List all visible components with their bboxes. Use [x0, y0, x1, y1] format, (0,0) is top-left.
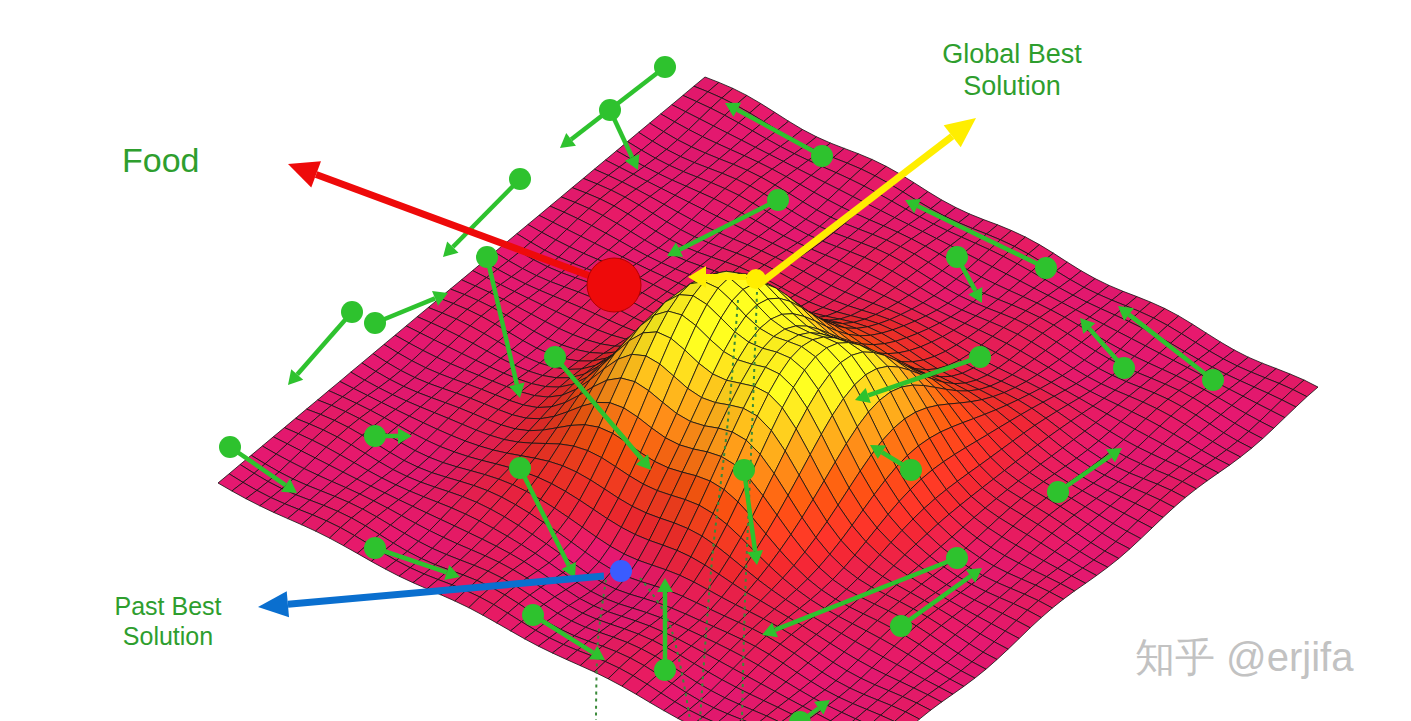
velocity-arrow-head	[814, 700, 830, 715]
velocity-arrow-shaft	[1129, 315, 1213, 380]
global-best-pointer-head	[944, 118, 976, 147]
velocity-arrow-head	[560, 133, 576, 148]
velocity-arrow-shaft	[663, 592, 668, 670]
velocity-arrow-shaft	[775, 558, 957, 630]
particle	[364, 425, 386, 447]
velocity-arrow-head	[625, 154, 639, 170]
particle	[969, 346, 991, 368]
global-best-arrow-shaft	[706, 274, 746, 280]
velocity-arrow-shaft	[487, 257, 517, 384]
velocity-arrow-shaft	[901, 576, 971, 626]
velocity-arrow-head	[1080, 318, 1095, 334]
velocity-arrow-head	[747, 550, 763, 565]
mesh-cell	[756, 716, 781, 721]
past-best-pointer-head	[258, 591, 289, 617]
particle	[1113, 357, 1135, 379]
mesh-cell	[845, 719, 870, 721]
velocity-arrow-shaft	[679, 200, 778, 250]
velocity-arrow-shaft	[868, 357, 980, 395]
velocity-arrow-head	[667, 243, 683, 257]
particle	[946, 246, 968, 268]
particle	[509, 168, 531, 190]
velocity-arrow-head	[589, 646, 605, 660]
particle	[733, 459, 755, 481]
mesh-cell	[731, 720, 756, 721]
velocity-arrow-head	[432, 291, 448, 306]
particle	[654, 56, 676, 78]
particle	[341, 301, 363, 323]
particle	[219, 436, 241, 458]
velocity-arrow-head	[1106, 448, 1122, 463]
global-best-pointer-shaft	[762, 136, 952, 282]
particle	[522, 604, 544, 626]
velocity-arrow-head	[509, 383, 525, 398]
velocity-arrow-head	[398, 428, 412, 444]
particle	[890, 615, 912, 637]
velocity-arrow-head	[855, 388, 871, 403]
food-arrow-shaft	[316, 174, 590, 276]
velocity-arrow-shaft	[918, 206, 1046, 268]
surface-mesh	[218, 77, 1318, 721]
velocity-arrow-shaft	[744, 470, 755, 551]
velocity-arrow-head	[968, 287, 982, 303]
particle	[1035, 257, 1057, 279]
particle	[509, 457, 531, 479]
velocity-arrow-head	[288, 369, 303, 385]
global-best-dot	[746, 269, 766, 289]
particle	[900, 459, 922, 481]
velocity-arrow-head	[966, 568, 982, 583]
special-points	[258, 118, 976, 617]
velocity-arrow-head	[762, 622, 778, 637]
velocity-arrow-head	[725, 103, 741, 117]
particle	[364, 537, 386, 559]
velocity-arrow-head	[443, 241, 459, 257]
particles	[219, 56, 1224, 721]
mesh-cell	[870, 715, 895, 721]
particle	[946, 547, 968, 569]
particle	[364, 312, 386, 334]
particle	[1202, 369, 1224, 391]
velocity-arrow-shaft	[520, 468, 569, 565]
particle	[1047, 481, 1069, 503]
particle	[544, 346, 566, 368]
particle	[767, 189, 789, 211]
velocity-arrow-shaft	[555, 357, 642, 459]
mesh-cell	[831, 712, 856, 721]
mesh-cell	[692, 717, 717, 721]
velocity-arrow-shaft	[737, 110, 822, 156]
velocity-arrow-head	[1118, 306, 1134, 321]
dotted-trail	[700, 300, 738, 720]
velocity-arrow-shaft	[375, 548, 447, 572]
velocity-arrow-head	[905, 199, 921, 213]
particle	[476, 246, 498, 268]
mesh-cell	[895, 712, 920, 721]
velocity-arrow-head	[636, 454, 651, 470]
food-dot	[587, 258, 641, 312]
food-arrow-head	[288, 161, 321, 187]
particle	[654, 659, 676, 681]
velocity-arrow-shaft	[297, 312, 352, 374]
particle	[599, 99, 621, 121]
global-best-arrow-head	[688, 266, 706, 288]
velocity-arrow-head	[444, 565, 460, 580]
dotted-trail	[742, 292, 757, 720]
dotted-trail	[640, 578, 690, 720]
particle	[811, 145, 833, 167]
particle	[789, 711, 811, 721]
velocity-arrow-head	[657, 578, 673, 592]
velocity-arrow-head	[870, 445, 886, 459]
mesh-cell	[717, 714, 742, 721]
past-best-pointer-shaft	[288, 576, 604, 604]
velocity-arrow-head	[281, 478, 297, 493]
